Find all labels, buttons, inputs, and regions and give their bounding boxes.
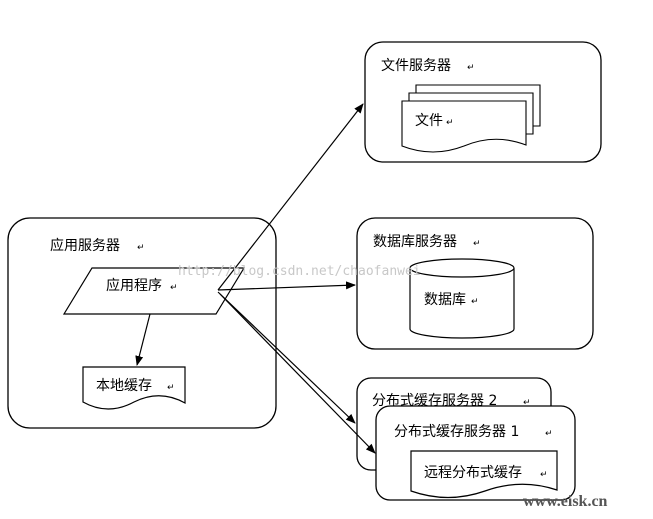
remote-cache-shape: 远程分布式缓存 ↵	[410, 450, 558, 499]
file-label: 文件	[415, 113, 443, 129]
para-mark: ↵	[540, 470, 548, 480]
local-cache-label: 本地缓存	[96, 378, 152, 394]
para-mark: ↵	[170, 283, 178, 293]
cache-server-2-title: 分布式缓存服务器 2	[372, 393, 497, 409]
para-mark: ↵	[467, 63, 475, 73]
app-program-label: 应用程序	[106, 277, 162, 294]
arrow-to-local-cache	[135, 313, 151, 366]
db-label: 数据库	[424, 292, 466, 308]
arrow-to-db-server	[217, 281, 356, 291]
db-server-title: 数据库服务器	[373, 234, 457, 250]
local-cache-shape: 本地缓存 ↵	[82, 366, 186, 410]
site-logo: www.eisk.cn	[523, 493, 608, 510]
para-mark: ↵	[471, 297, 479, 307]
para-mark: ↵	[167, 383, 175, 393]
para-mark: ↵	[446, 118, 454, 128]
arrow-to-cache-server-1	[219, 293, 376, 454]
watermark-text: http://blog.csdn.net/chaofanwei	[178, 264, 421, 279]
db-cylinder: 数据库 ↵	[409, 258, 515, 339]
cache-server-1-title: 分布式缓存服务器 1	[394, 424, 519, 440]
arrow-to-file-server	[217, 103, 364, 291]
file-doc-front	[401, 100, 527, 153]
arrow-to-cache-server-2	[217, 291, 356, 424]
file-server-title: 文件服务器	[381, 58, 451, 74]
file-server-box: 文件服务器 ↵ 文件 ↵	[364, 41, 602, 163]
para-mark: ↵	[523, 398, 531, 408]
remote-cache-label: 远程分布式缓存	[424, 465, 522, 481]
para-mark: ↵	[545, 429, 553, 439]
app-program-shape: 应用程序 ↵	[62, 267, 246, 315]
connectors	[135, 103, 376, 454]
para-mark: ↵	[473, 239, 481, 249]
para-mark: ↵	[137, 243, 145, 253]
app-server-title: 应用服务器	[50, 237, 120, 254]
